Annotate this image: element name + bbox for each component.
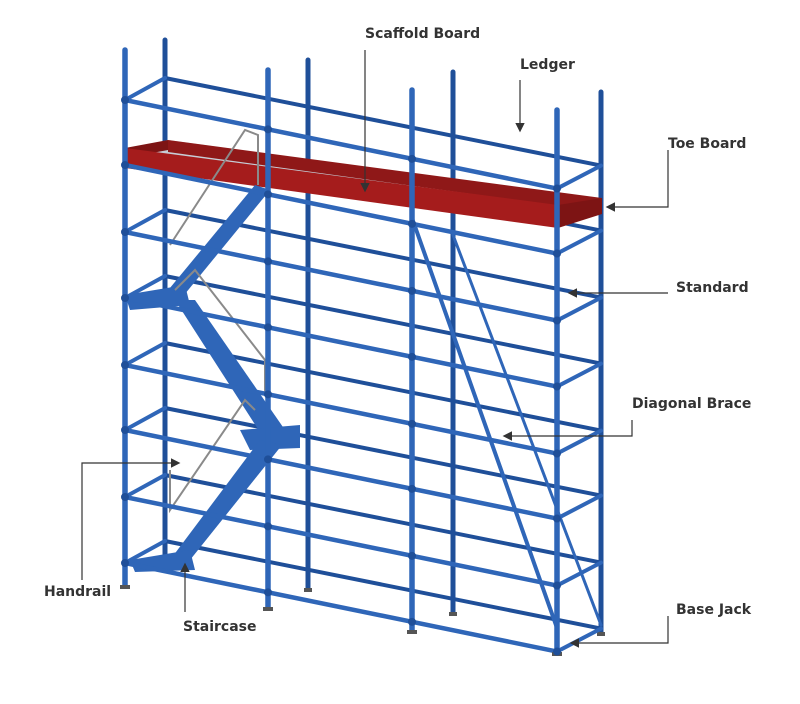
label-scaffold-board: Scaffold Board [365, 26, 481, 42]
base-jack [304, 588, 312, 592]
back-ledger [163, 76, 603, 168]
back-ledger [163, 274, 603, 366]
toe-board [125, 148, 558, 228]
transom [555, 361, 603, 389]
label-ledger: Ledger [520, 57, 575, 73]
base-jack [407, 630, 417, 634]
rosette [408, 286, 416, 295]
diagonal-brace [451, 233, 603, 627]
transom [123, 208, 167, 234]
front-ledger [122, 427, 560, 521]
rosette [553, 382, 561, 391]
transom [123, 76, 167, 102]
toe-board [558, 198, 602, 228]
handrail [174, 268, 266, 395]
rosette [121, 294, 129, 302]
transom [123, 406, 167, 432]
rosette [553, 316, 561, 325]
front-ledger [122, 295, 560, 389]
rosette [553, 647, 561, 656]
rosette [264, 390, 272, 399]
rosette [408, 352, 416, 361]
base-jack [449, 612, 457, 616]
rosette [553, 249, 561, 258]
back-ledger [163, 406, 603, 498]
rosette [408, 154, 416, 163]
toe-board [168, 140, 602, 212]
front-ledger [122, 494, 560, 588]
label-handrail: Handrail [44, 584, 112, 600]
rosette [121, 161, 129, 169]
rosette [553, 184, 561, 193]
rosette [408, 484, 416, 493]
front-ledger [122, 162, 560, 256]
transom [555, 295, 603, 323]
rosette [264, 257, 272, 266]
transom [555, 163, 603, 191]
rosette [264, 455, 272, 464]
transom [123, 341, 167, 367]
front-ledger [122, 97, 560, 191]
rosette [553, 514, 561, 523]
staircase-flight [160, 185, 270, 300]
leader-handrail [81, 458, 181, 580]
rosette [553, 449, 561, 458]
rosette [408, 219, 416, 228]
front-ledger [122, 229, 560, 323]
rosette [264, 588, 272, 597]
rosette [121, 559, 129, 567]
staircase-flight [175, 300, 285, 440]
staircase-landing [125, 285, 190, 310]
transom [555, 626, 603, 654]
rosette [121, 426, 129, 434]
rosette [121, 361, 129, 369]
transom [555, 428, 603, 456]
label-base-jack: Base Jack [676, 602, 752, 618]
rosette [408, 617, 416, 626]
transom [123, 473, 167, 499]
base-jack [263, 607, 273, 611]
label-staircase: Staircase [183, 619, 257, 635]
leader-toe-board [605, 150, 669, 212]
diagonal-brace [410, 216, 559, 630]
handrail [169, 398, 256, 514]
transom [555, 228, 603, 256]
transom [123, 539, 167, 565]
rosette [264, 323, 272, 332]
base-jack [120, 585, 130, 589]
label-toe-board: Toe Board [668, 136, 747, 152]
rosette [264, 190, 272, 199]
handrail [169, 128, 259, 246]
leader-diagonal-brace [502, 420, 633, 441]
leader-base-jack [569, 616, 669, 648]
rosette [264, 125, 272, 134]
rosette [408, 551, 416, 560]
staircase-flight [170, 440, 282, 560]
back-ledger [163, 341, 603, 433]
rosette [121, 493, 129, 501]
label-diagonal-brace: Diagonal Brace [632, 396, 752, 412]
rosette [408, 419, 416, 428]
transom [555, 560, 603, 588]
front-ledger [122, 362, 560, 456]
front-ledger [122, 560, 560, 654]
rosette [264, 522, 272, 531]
rosette [121, 228, 129, 236]
label-standard: Standard [676, 280, 749, 296]
transom [555, 493, 603, 521]
rosette [121, 96, 129, 104]
back-ledger [163, 539, 603, 631]
base-jack [597, 632, 605, 636]
rosette [553, 581, 561, 590]
